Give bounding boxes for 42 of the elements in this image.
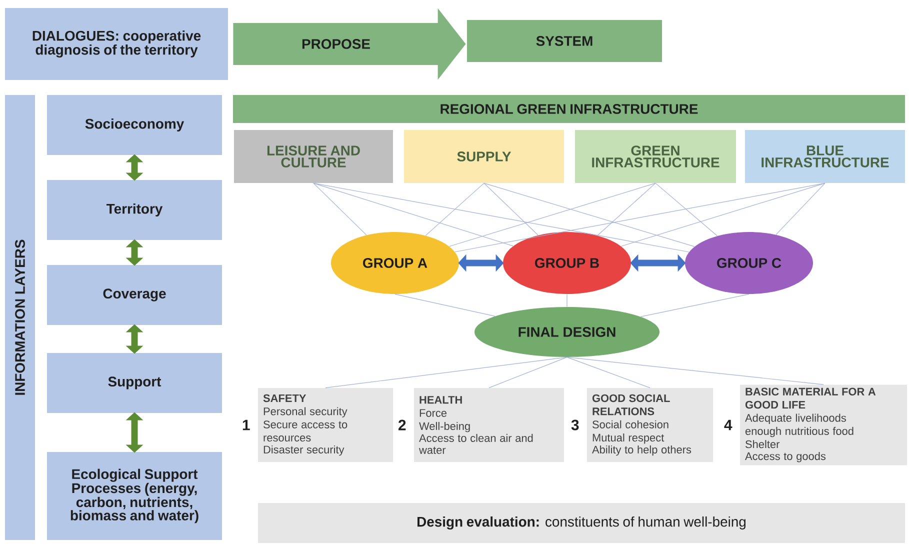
dialogue-box: DIALOGUES: cooperative diagnosis of the territory (5, 8, 228, 80)
constituent-box: HEALTH Force Well-being Access to clean air and water (414, 388, 564, 462)
layer-box: Coverage (47, 265, 222, 325)
category-box: BLUE INFRASTRUCTURE (745, 130, 905, 183)
connector-line (313, 182, 514, 246)
constituent-box: BASIC MATERIAL FOR A GOOD LIFE Adequate livelihoods enough nutritious food Shelter Access to goods (740, 384, 907, 466)
connector-line (655, 182, 718, 236)
connector-line (394, 294, 496, 316)
connector-line (566, 356, 650, 388)
header-bar: REGIONAL GREEN INFRASTRUCTURE (233, 95, 905, 123)
connector-line (454, 182, 826, 252)
connector-line (484, 182, 538, 236)
category-box: SUPPLY (404, 130, 564, 183)
connector-line (488, 356, 568, 388)
item-number: 3 (571, 420, 579, 430)
evaluation-box: Design evaluation: constituents of human well-being (258, 503, 905, 543)
layer-box: Territory (47, 180, 222, 240)
connector-line (484, 182, 695, 247)
constituent-box: GOOD SOCIAL RELATIONS Social cohesion Mutual respect Ability to help others (587, 388, 713, 462)
layer-box: Ecological Support Processes (energy, carbon, nutrients, biomass and water) (47, 452, 222, 540)
connector-line (776, 182, 826, 235)
connector-line (325, 356, 568, 388)
connector-line (597, 182, 656, 236)
connector-line (313, 182, 690, 252)
category-box: LEISURE AND CULTURE (234, 130, 393, 183)
connector-line (640, 294, 750, 317)
connector-line (313, 182, 367, 236)
item-number: 2 (398, 420, 406, 430)
layer-box: Support (47, 353, 222, 413)
edge-label: PROPOSE (300, 38, 372, 50)
layer-box: Socioeconomy (47, 95, 222, 155)
constituent-box: SAFETY Personal security Secure access to resources Disaster security (258, 388, 393, 462)
category-box: GREEN INFRASTRUCTURE (575, 130, 736, 183)
item-number: 1 (242, 420, 250, 430)
system-box: SYSTEM (467, 20, 662, 62)
item-number: 4 (724, 420, 732, 430)
layer-band: INFORMATION LAYERS (5, 95, 35, 540)
connector-line (620, 182, 826, 247)
connector-line (449, 182, 656, 247)
connector-line (566, 356, 824, 385)
connector-line (566, 294, 568, 308)
connector-line (425, 182, 484, 236)
